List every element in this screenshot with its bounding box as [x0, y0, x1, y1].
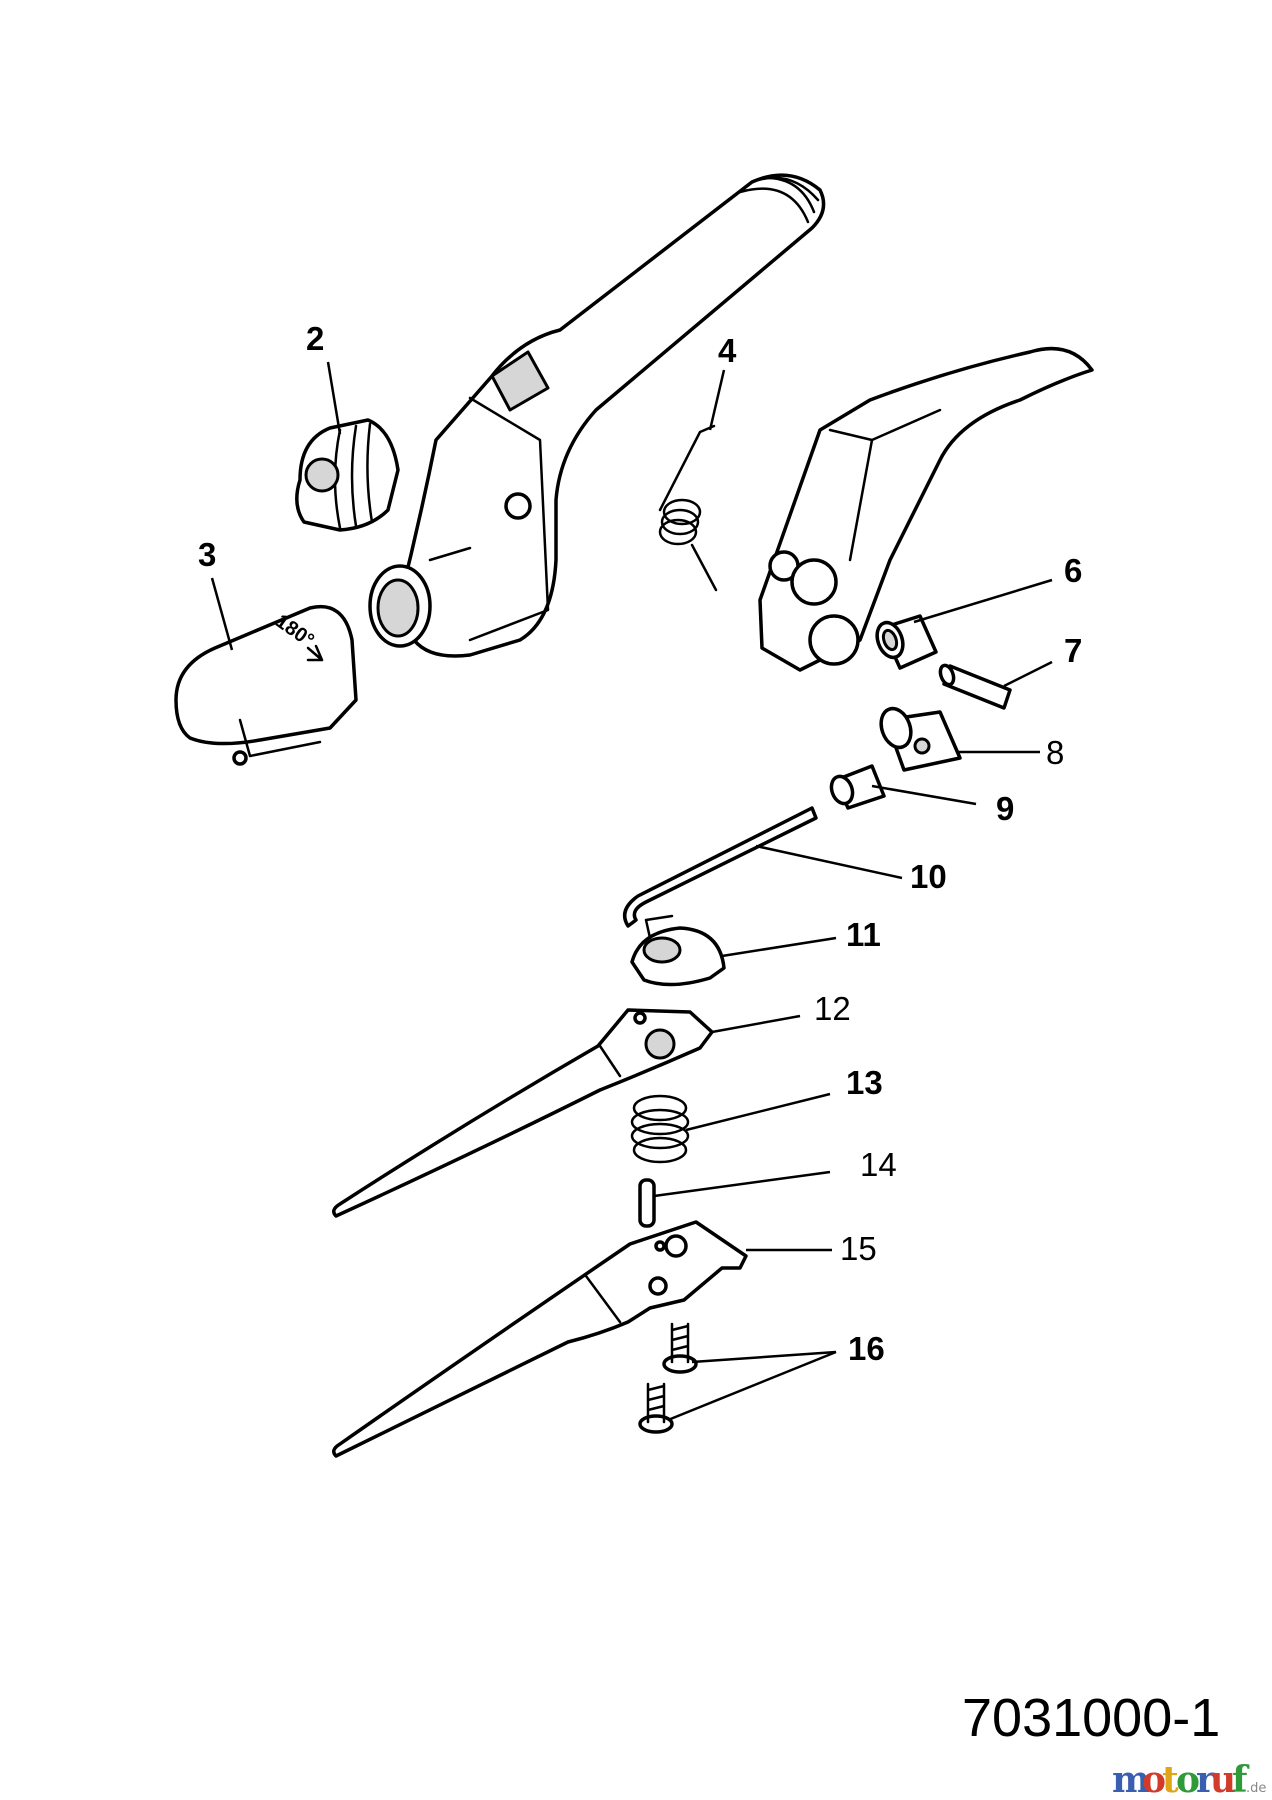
svg-text:t: t	[1162, 1759, 1179, 1800]
callout-14: 14	[860, 1146, 897, 1183]
part-9-bushing	[829, 764, 886, 810]
callout-9: 9	[996, 790, 1014, 827]
callout-7: 7	[1064, 632, 1082, 669]
part-15-blade	[332, 1220, 748, 1458]
part-12-blade	[332, 1008, 714, 1218]
part-8-sleeve	[879, 706, 962, 772]
callout-8: 8	[1046, 734, 1064, 771]
part-14-pin	[638, 1178, 656, 1228]
leader-7	[1003, 660, 1053, 688]
part-7-pin	[938, 663, 1012, 710]
motoruf-watermark-logo: m o t o r u f .de	[1112, 1759, 1266, 1800]
callout-11: 11	[846, 916, 881, 953]
trigger-lever	[758, 346, 1094, 672]
callout-4: 4	[718, 332, 737, 369]
part-11-cam	[630, 914, 726, 987]
leader-2	[326, 361, 342, 435]
callout-2: 2	[306, 320, 324, 357]
leader-10	[755, 844, 903, 880]
part-2-button	[295, 418, 400, 532]
callout-15: 15	[840, 1230, 877, 1267]
callout-16: 16	[848, 1330, 885, 1367]
svg-text:f: f	[1232, 1759, 1250, 1800]
part-13-spring	[630, 1094, 690, 1164]
part-3-cap: 180°	[174, 605, 358, 766]
leader-lines	[210, 361, 1053, 1422]
leader-14	[653, 1170, 831, 1198]
drawing-number: 7031000-1	[962, 1688, 1220, 1748]
leader-11	[721, 936, 837, 958]
leader-16b	[667, 1350, 837, 1422]
callout-6: 6	[1064, 552, 1082, 589]
svg-text:r: r	[1196, 1759, 1216, 1800]
callout-labels: 2 3 4 6 7 8 9 10 11 12 13 14 15 16	[198, 320, 1082, 1367]
leader-3	[210, 577, 234, 651]
leader-16a	[691, 1350, 837, 1364]
handle-body	[368, 173, 826, 658]
part-4-spring	[658, 424, 718, 592]
leader-9	[871, 784, 977, 806]
callout-3: 3	[198, 536, 216, 573]
svg-text:.de: .de	[1246, 1781, 1266, 1796]
leader-12	[711, 1014, 801, 1034]
part-10-rod	[622, 806, 818, 928]
callout-13: 13	[846, 1064, 883, 1101]
svg-text:o: o	[1142, 1759, 1166, 1800]
svg-text:o: o	[1176, 1759, 1200, 1800]
svg-text:m: m	[1112, 1759, 1150, 1800]
part-6-sleeve	[875, 614, 938, 670]
callout-10: 10	[910, 858, 947, 895]
leader-6	[913, 578, 1053, 624]
svg-text:u: u	[1210, 1759, 1236, 1800]
callout-12: 12	[814, 990, 851, 1027]
leader-4	[708, 369, 726, 431]
part-16-screws	[638, 1322, 698, 1434]
leader-13	[685, 1092, 831, 1132]
